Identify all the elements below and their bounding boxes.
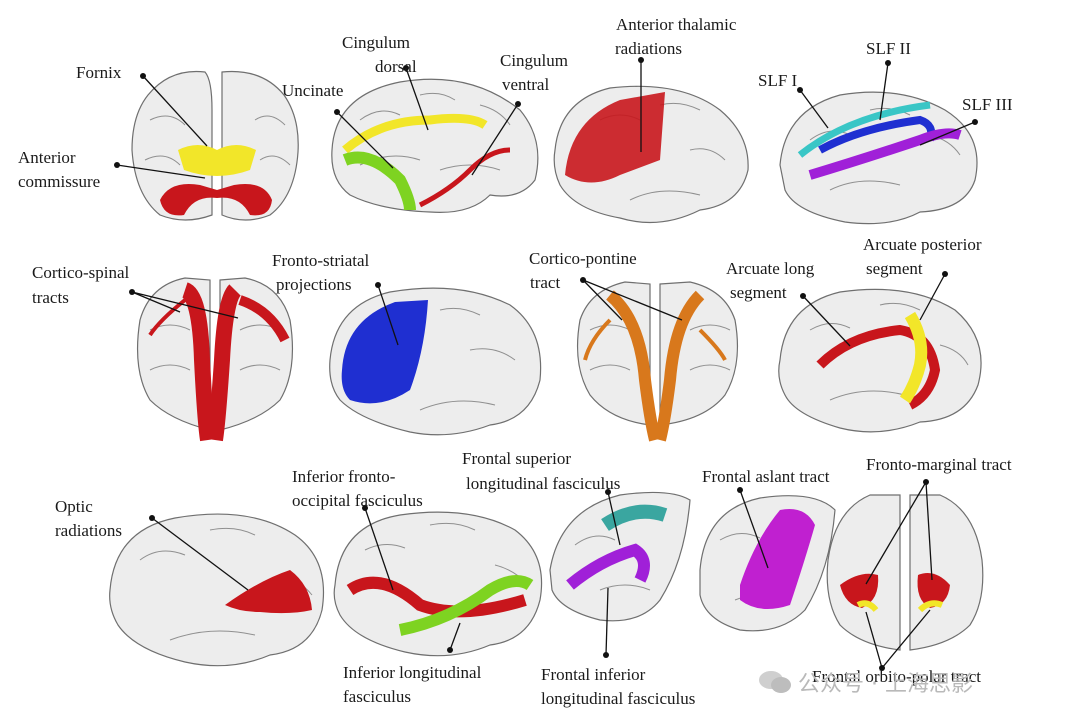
- brain-cortico-pontine: [576, 281, 739, 442]
- brain-frontal-slf: [549, 491, 691, 622]
- fronto-marginal-left-tract: [840, 573, 879, 608]
- frontal-slf-tract: [601, 504, 668, 531]
- brain-fronto-striatal: [329, 287, 542, 436]
- optic-radiations-tract: [225, 570, 312, 614]
- label-fs-1: Fronto-striatal: [272, 251, 370, 270]
- label-cpt-2: tract: [530, 273, 560, 292]
- label-fslf-1: Frontal superior: [462, 449, 571, 468]
- label-cingulum-dorsal-1: Cingulum: [342, 33, 410, 52]
- fronto-striatal-tract: [341, 300, 428, 404]
- leader-lines: [114, 57, 978, 671]
- brain-fornix-commissure: [131, 70, 299, 221]
- cortico-spinal-left-tract: [180, 282, 216, 442]
- label-ilf-1: Inferior longitudinal: [343, 663, 482, 682]
- label-fop: Frontal orbito-polar tract: [812, 667, 981, 686]
- label-optic-2: radiations: [55, 521, 122, 540]
- brain-thalamic-radiations: [553, 85, 749, 224]
- brain-slf: [779, 91, 978, 225]
- watermark-text: 公众号 · 上海思影: [798, 672, 973, 697]
- ifof-tract: [346, 576, 527, 618]
- label-filf-1: Frontal inferior: [541, 665, 646, 684]
- label-slf-ii: SLF II: [866, 39, 911, 58]
- label-fat: Frontal aslant tract: [702, 467, 830, 486]
- slf-ii-tract: [818, 115, 936, 154]
- fornix-tract: [178, 145, 256, 176]
- brain-cingulum-uncinate: [331, 78, 539, 213]
- arcuate-posterior-tract: [899, 311, 928, 404]
- label-fmt: Fronto-marginal tract: [866, 455, 1012, 474]
- label-cingulum-ventral-1: Cingulum: [500, 51, 568, 70]
- orbito-polar-right-tract: [917, 600, 944, 613]
- anterior-thalamic-radiations-tract: [565, 92, 665, 183]
- cortico-pontine-right-tract: [654, 290, 705, 442]
- label-arc-post-1: Arcuate posterior: [863, 235, 982, 254]
- label-anterior-commissure-1: Anterior: [18, 148, 76, 167]
- cingulum-ventral-tract: [418, 147, 511, 208]
- label-atr-1: Anterior thalamic: [616, 15, 737, 34]
- label-optic-1: Optic: [55, 497, 93, 516]
- frontal-ilf-tract: [566, 543, 650, 590]
- wechat-icon: [759, 671, 791, 693]
- brain-arcuate: [778, 288, 982, 433]
- label-ifof-1: Inferior fronto-: [292, 467, 396, 486]
- label-cst-1: Cortico-spinal: [32, 263, 130, 282]
- orbito-polar-left-tract: [856, 600, 879, 612]
- label-arc-post-2: segment: [866, 259, 923, 278]
- label-cingulum-dorsal-2: dorsal: [375, 57, 417, 76]
- fronto-marginal-right-tract: [917, 572, 950, 608]
- label-fslf-2: longitudinal fasciculus: [466, 474, 620, 493]
- watermark: 公众号 · 上海思影: [758, 666, 973, 698]
- anterior-commissure-tract: [160, 184, 272, 216]
- label-arc-long-1: Arcuate long: [726, 259, 815, 278]
- brain-frontal-aslant: [699, 495, 836, 632]
- brain-ifof-ilf: [333, 511, 543, 657]
- label-filf-2: longitudinal fasciculus: [541, 689, 695, 708]
- uncinate-tract: [342, 151, 416, 211]
- label-atr-2: radiations: [615, 39, 682, 58]
- frontal-aslant-tract: [740, 509, 815, 609]
- cortico-pontine-left-tract: [605, 290, 661, 442]
- label-fornix: Fornix: [76, 63, 122, 82]
- label-uncinate: Uncinate: [282, 81, 343, 100]
- label-fs-2: projections: [276, 275, 352, 294]
- label-cpt-1: Cortico-pontine: [529, 249, 637, 268]
- label-ilf-2: fasciculus: [343, 687, 411, 706]
- label-cst-2: tracts: [32, 288, 69, 307]
- brain-optic-radiations: [109, 513, 325, 667]
- brain-cortico-spinal: [136, 277, 294, 442]
- label-anterior-commissure-2: commissure: [18, 172, 100, 191]
- label-cingulum-ventral-2: ventral: [502, 75, 549, 94]
- cingulum-dorsal-tract: [342, 113, 488, 154]
- ilf-tract: [398, 575, 534, 636]
- label-slf-i: SLF I: [758, 71, 798, 90]
- cortico-spinal-right-tract: [207, 284, 242, 442]
- label-arc-long-2: segment: [730, 283, 787, 302]
- label-slf-iii: SLF III: [962, 95, 1013, 114]
- slf-i-tract: [797, 101, 931, 158]
- label-ifof-2: occipital fasciculus: [292, 491, 423, 510]
- labels: Fornix Anterior commissure Cingulum dors…: [18, 15, 1013, 708]
